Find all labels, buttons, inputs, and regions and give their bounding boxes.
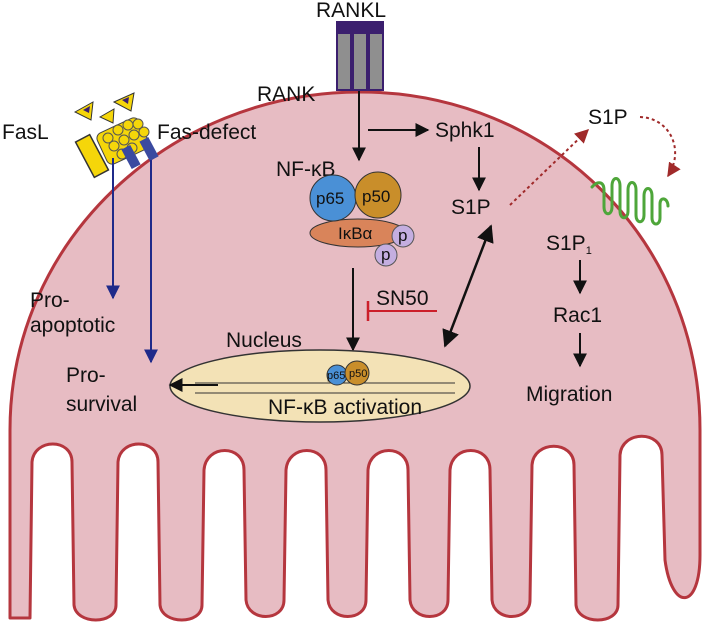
phospho-label-2: p bbox=[381, 245, 390, 264]
nucleus-p50-icon bbox=[344, 360, 370, 386]
rank-label: RANK bbox=[257, 83, 315, 106]
s1p-export-dotted-arrow bbox=[509, 129, 590, 206]
s1p-intracellular-label: S1P bbox=[451, 196, 491, 219]
s1p1-receptor-icon bbox=[590, 177, 670, 226]
pro-survival-label-line2: survival bbox=[66, 393, 137, 416]
pro-survival-label-line1: Pro- bbox=[66, 364, 106, 387]
ikba-label: IκBα bbox=[338, 224, 373, 243]
s1p-to-receptor-dotted-arrow bbox=[639, 116, 681, 178]
nfkb-label: NF-κB bbox=[276, 158, 336, 181]
fasl-label: FasL bbox=[2, 121, 49, 144]
s1p-extracellular-label: S1P bbox=[588, 106, 628, 129]
rankl-label: RANKL bbox=[316, 0, 386, 22]
sn50-label: SN50 bbox=[376, 287, 429, 310]
fasl-fas-defect-icon bbox=[73, 92, 159, 179]
p50-label: p50 bbox=[362, 187, 390, 206]
s1p1-label: S1P1 bbox=[546, 232, 592, 257]
nucleus-p65-label: p65 bbox=[327, 370, 345, 382]
rac1-label: Rac1 bbox=[553, 304, 602, 327]
phospho-label-1: p bbox=[398, 226, 407, 245]
nfkb-activation-label: NF-κB activation bbox=[268, 396, 422, 419]
fas-defect-label: Fas-defect bbox=[157, 121, 256, 144]
pro-apoptotic-label-line1: Pro- bbox=[30, 289, 70, 312]
nucleus-p50-label: p50 bbox=[349, 368, 367, 380]
pro-apoptotic-label-line2: apoptotic bbox=[30, 314, 115, 337]
migration-label: Migration bbox=[526, 383, 612, 406]
nucleus-label: Nucleus bbox=[226, 329, 302, 352]
s1p-nucleus-bidirectional-arrow bbox=[442, 224, 494, 348]
sphk1-label: Sphk1 bbox=[435, 119, 495, 142]
nfkb-complex-icon bbox=[309, 171, 415, 267]
rankl-receptor-icon bbox=[336, 21, 384, 91]
p65-label: p65 bbox=[316, 189, 344, 208]
s1p1-label-main: S1P bbox=[546, 232, 586, 255]
s1p1-subscript: 1 bbox=[586, 245, 592, 257]
